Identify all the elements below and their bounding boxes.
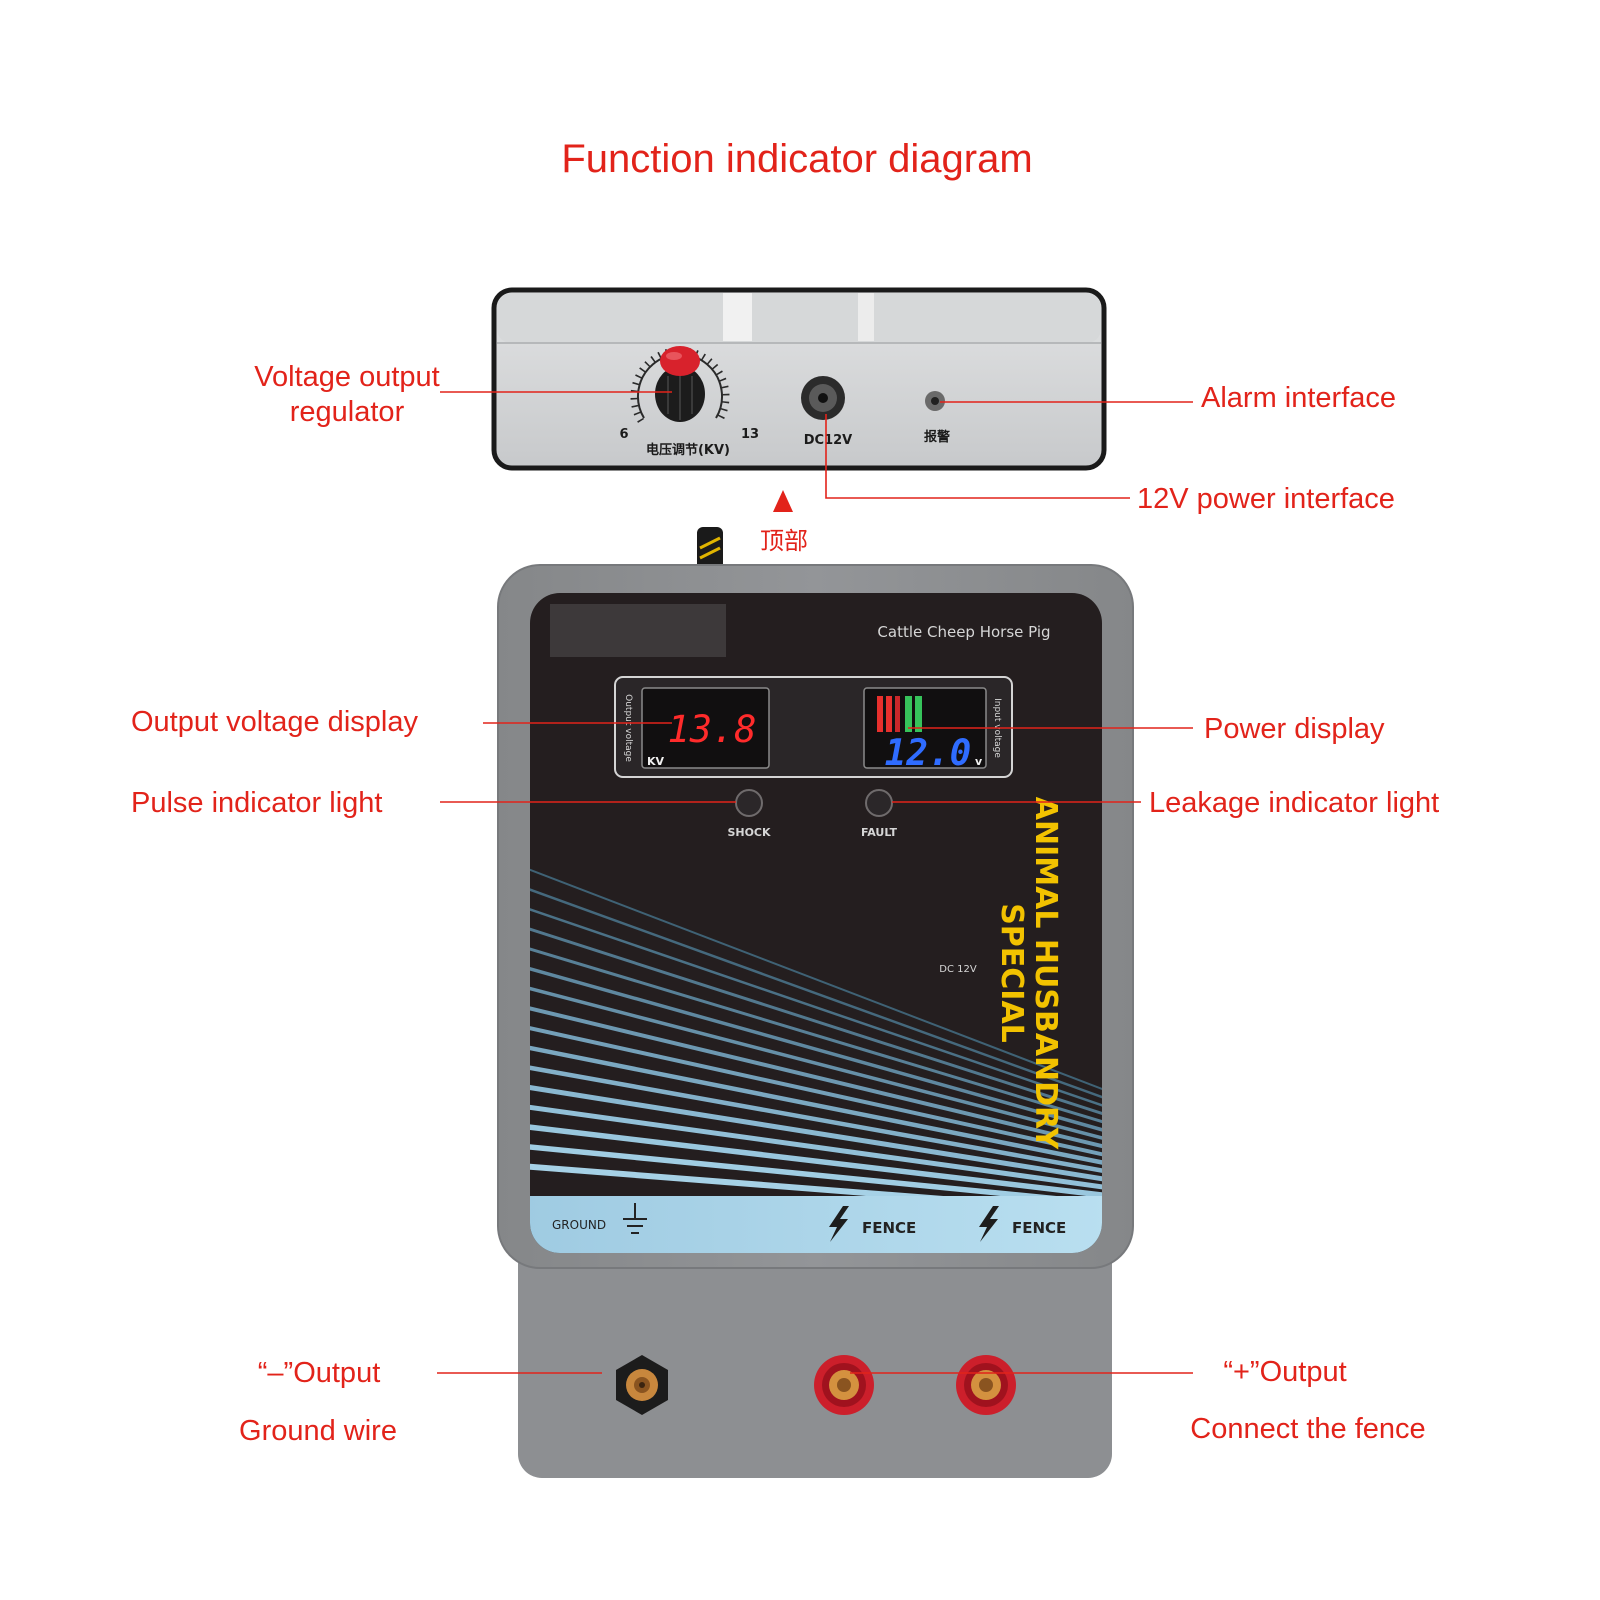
top-knob-stub-stripe	[699, 536, 721, 550]
panel-stripe	[530, 1103, 1102, 1191]
top-knob-stub	[697, 527, 723, 571]
callout-leakage-light: Leakage indicator light	[1149, 787, 1439, 819]
lightning-bolt-icon	[979, 1206, 999, 1242]
brand-line-1: ANIMAL HUSBANDRY	[1028, 797, 1063, 1151]
species-line: Cattle Cheep Horse Pig	[877, 623, 1050, 641]
callout-negative-output-line2: Ground wire	[239, 1415, 397, 1447]
fence-terminal-2-socket	[979, 1378, 993, 1392]
top-view-tab-right	[858, 293, 874, 341]
knob-scale-max: 13	[741, 427, 759, 442]
output-voltage-reading: 13.8	[667, 708, 756, 751]
callout-voltage-regulator-line1: Voltage output	[254, 361, 439, 393]
callout-output-voltage-display: Output voltage display	[131, 706, 418, 738]
callout-alarm-interface: Alarm interface	[1201, 382, 1396, 414]
callout-negative-output-line1: “–”Output	[258, 1357, 381, 1389]
top-knob-stub-stripe	[699, 546, 721, 560]
rating-label: DC 12V	[939, 964, 977, 975]
fence-label-2: FENCE	[1012, 1219, 1066, 1237]
output-display-screen	[641, 687, 770, 769]
fault-label: FAULT	[861, 826, 898, 839]
panel-stripe	[530, 1004, 1102, 1150]
logo-placeholder	[550, 604, 726, 657]
battery-bar-green	[915, 696, 922, 732]
shock-label: SHOCK	[727, 826, 771, 839]
ground-terminal-hole	[639, 1382, 645, 1388]
callout-power-interface: 12V power interface	[1137, 483, 1395, 515]
panel-stripes	[530, 865, 1102, 1215]
panel-stripe	[530, 984, 1102, 1142]
panel-graphics	[530, 865, 1102, 1253]
ground-terminal	[616, 1355, 668, 1415]
callout-power-display: Power display	[1204, 713, 1385, 745]
knob-red-cap	[660, 346, 700, 376]
callout-pulse-light: Pulse indicator light	[131, 787, 382, 819]
panel-stripe	[530, 1083, 1102, 1183]
shock-indicator-light	[735, 789, 763, 817]
callout-labels: Voltage output regulator Alarm interface…	[131, 361, 1439, 1447]
lightning-bolt-icon	[829, 1206, 849, 1242]
dc-jack	[801, 376, 845, 420]
panel-stripe	[530, 944, 1102, 1126]
knob-cap-highlight	[666, 352, 682, 360]
panel-stripe	[530, 904, 1102, 1110]
output-voltage-display: Output voltage 13.8 KV	[623, 687, 770, 769]
panel-stripe	[530, 1063, 1102, 1175]
panel-stripe	[530, 884, 1102, 1102]
leader-power-interface	[825, 414, 1130, 499]
device-base	[518, 1240, 1112, 1478]
knob-label: 电压调节(KV)	[646, 442, 730, 458]
callout-positive-output-line1: “+”Output	[1223, 1356, 1346, 1388]
top-view-upper-strip	[497, 293, 1101, 343]
callout-lines	[437, 391, 1193, 1374]
fence-label-1: FENCE	[862, 1219, 916, 1237]
top-view-tab-left	[723, 293, 752, 341]
top-marker-label: 顶部	[760, 527, 808, 555]
fence-terminal-1	[814, 1355, 874, 1415]
panel-stripe	[530, 1043, 1102, 1167]
battery-bar-green	[905, 696, 912, 732]
panel-stripe	[530, 1143, 1102, 1207]
fault-indicator-light	[865, 789, 893, 817]
fence-terminal-2	[956, 1355, 1016, 1415]
fence-terminal-1-socket	[837, 1378, 851, 1392]
brand-line-2: SPECIAL	[994, 903, 1029, 1043]
alarm-port-label: 报警	[924, 429, 950, 445]
alarm-port-hole	[931, 397, 939, 405]
top-marker-arrow	[773, 490, 793, 512]
alarm-port	[925, 391, 945, 411]
panel-stripe	[530, 1123, 1102, 1199]
voltage-knob	[630, 346, 730, 423]
callout-positive-output-line2: Connect the fence	[1190, 1413, 1425, 1445]
input-voltage-unit: v	[975, 755, 983, 768]
panel-stripe	[530, 865, 1102, 1093]
panel-stripe	[530, 924, 1102, 1118]
callout-voltage-regulator-line2: regulator	[290, 396, 405, 428]
dc-jack-label: DC12V	[804, 433, 852, 448]
dc-jack-pin	[818, 393, 828, 403]
battery-bar-red	[877, 696, 883, 732]
ground-label: GROUND	[552, 1218, 606, 1232]
panel-stripe	[530, 1024, 1102, 1158]
panel-stripe	[530, 964, 1102, 1134]
top-knob-stub-body	[697, 527, 723, 571]
battery-bar-red	[895, 696, 900, 732]
knob-scale-min: 6	[619, 427, 628, 442]
input-voltage-reading: 12.0	[885, 733, 972, 774]
diagram-title: Function indicator diagram	[561, 137, 1032, 181]
ground-symbol-icon	[623, 1203, 647, 1234]
output-display-side-label: Output voltage	[623, 694, 633, 762]
label-band	[530, 1196, 1102, 1253]
battery-bar-red	[886, 696, 892, 732]
output-voltage-unit: KV	[647, 755, 665, 768]
input-voltage-display: 12.0 v Input voltage	[863, 687, 1002, 774]
top-view-panel: 6 13 电压调节(KV) DC12V 报警	[491, 287, 1107, 471]
